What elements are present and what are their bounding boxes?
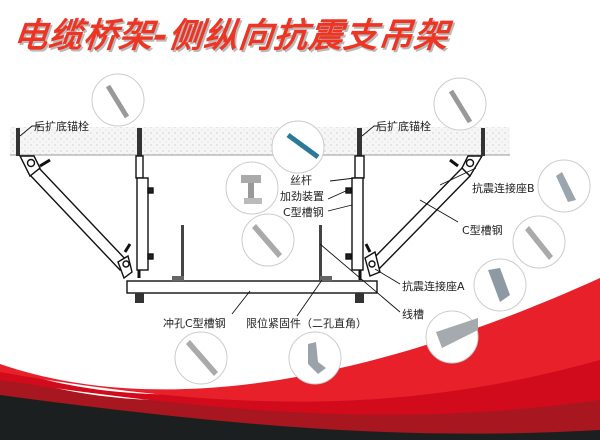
label-c-channel-vertical: C型槽钢 — [283, 206, 324, 219]
label-anchor-bolt-left: 后扩底锚栓 — [34, 120, 89, 133]
page-title: 电缆桥架-侧纵向抗震支吊架 — [11, 16, 451, 56]
seismic-connector-a-thumbnail — [473, 258, 527, 312]
seismic-connector-b-thumbnail — [537, 159, 591, 213]
label-c-channel-diagonal: C型槽钢 — [462, 224, 503, 237]
anchor-bolt-thumbnail-left — [91, 73, 145, 127]
label-limit-fastener: 限位紧固件（二孔直角） — [246, 317, 367, 330]
label-seismic-connector-b: 抗震连接座B — [472, 182, 535, 195]
stiffener-thumbnail — [225, 161, 279, 215]
cable-tray-thumbnail — [425, 310, 479, 364]
label-cable-tray: 线槽 — [402, 308, 424, 321]
label-anchor-bolt-right: 后扩底锚栓 — [376, 120, 431, 133]
label-seismic-connector-a: 抗震连接座A — [402, 280, 465, 293]
label-threaded-rod: 丝杆 — [290, 174, 312, 187]
c-channel-thumbnail-left — [241, 213, 295, 267]
limit-fastener-thumbnail — [288, 331, 342, 385]
threaded-rod-thumbnail — [271, 120, 325, 174]
perforated-c-channel-thumbnail — [174, 331, 228, 385]
anchor-bolt-thumbnail-right — [433, 77, 487, 131]
c-channel-thumbnail-right — [512, 215, 566, 269]
label-stiffener: 加劲装置 — [280, 190, 324, 203]
label-perforated-c-channel: 冲孔C型槽钢 — [163, 317, 226, 330]
